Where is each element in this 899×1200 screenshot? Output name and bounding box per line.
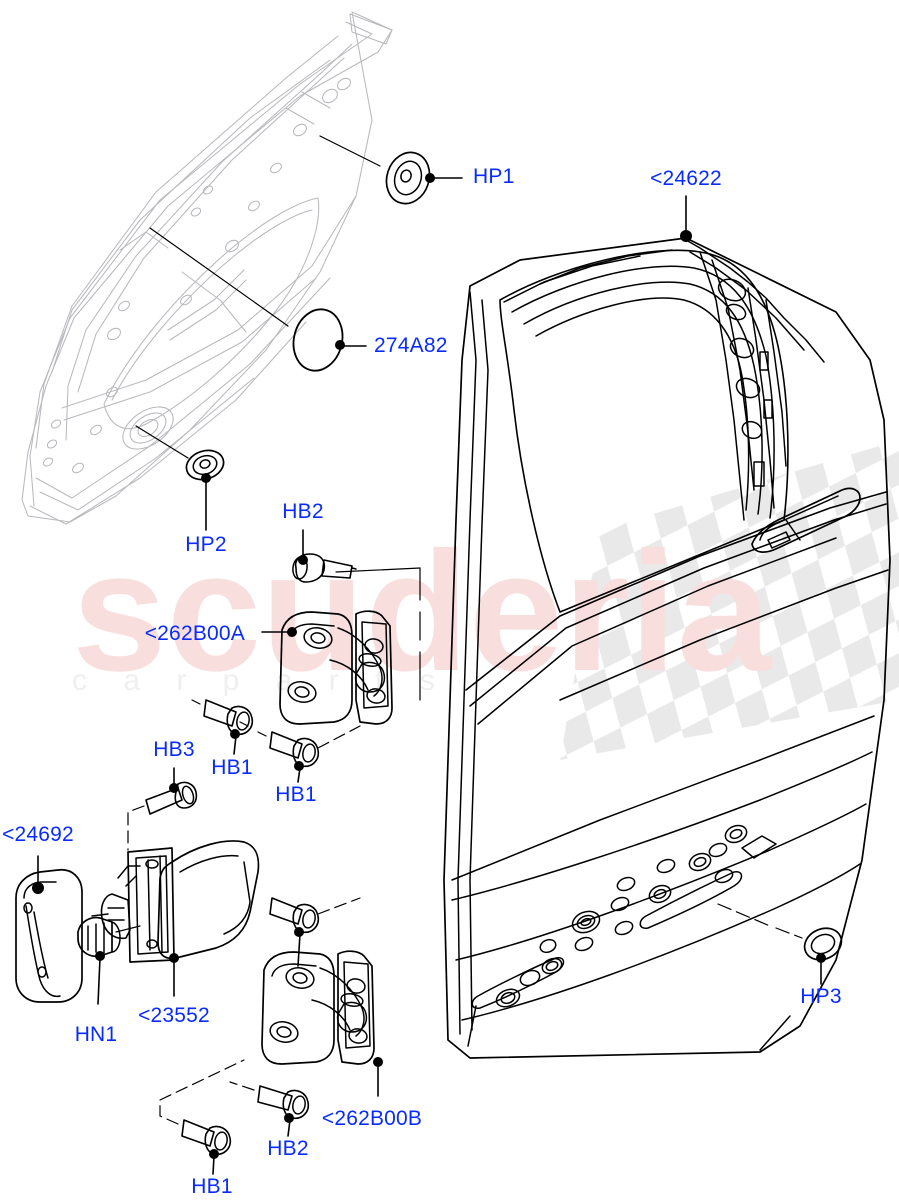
bolt-hb2-lower [257,1085,310,1120]
door-handle [751,487,861,553]
callout-label-hb2top: HB2 [282,500,324,523]
door-check-23552 [91,840,260,963]
callout-label-hp1: HP1 [473,165,515,188]
callout-label-hp3: HP3 [800,985,842,1008]
callout-label-p262b00a: <262B00A [144,622,245,645]
bolt-hb1-b [269,731,320,768]
outer-door-panel [443,237,891,1059]
callout-label-p274a82: 274A82 [374,334,448,357]
hinge-lower-262b00b [261,950,375,1065]
callout-label-p24692: <24692 [2,823,74,846]
plug-hp3 [803,927,843,961]
hinge-upper-262b00a [279,610,393,725]
grommet-274a82 [292,308,344,372]
callout-label-p24622: <24622 [650,167,722,190]
bolt-hb3 [145,781,198,815]
callout-label-hb2bot: HB2 [267,1137,309,1160]
callout-label-hb1a: HB1 [211,756,253,779]
callout-label-p262b00b: <262B00B [321,1107,423,1130]
plug-hp1 [385,151,431,205]
callout-label-p23552: <23552 [138,1004,210,1027]
inner-door-panel-ghost [21,11,393,525]
callout-label-hb3: HB3 [153,738,195,761]
callout-label-hp2: HP2 [185,533,227,556]
check-cover-24692 [15,868,83,1003]
bolt-hb1-d [181,1119,232,1156]
bolt-hb1-a [203,699,254,736]
callout-label-hb1c: HB1 [191,1175,233,1198]
callout-label-hn1: HN1 [74,1023,118,1046]
nut-hn1 [77,916,121,958]
callout-label-hb1b: HB1 [275,783,317,806]
bolt-hb1-c [269,897,320,934]
